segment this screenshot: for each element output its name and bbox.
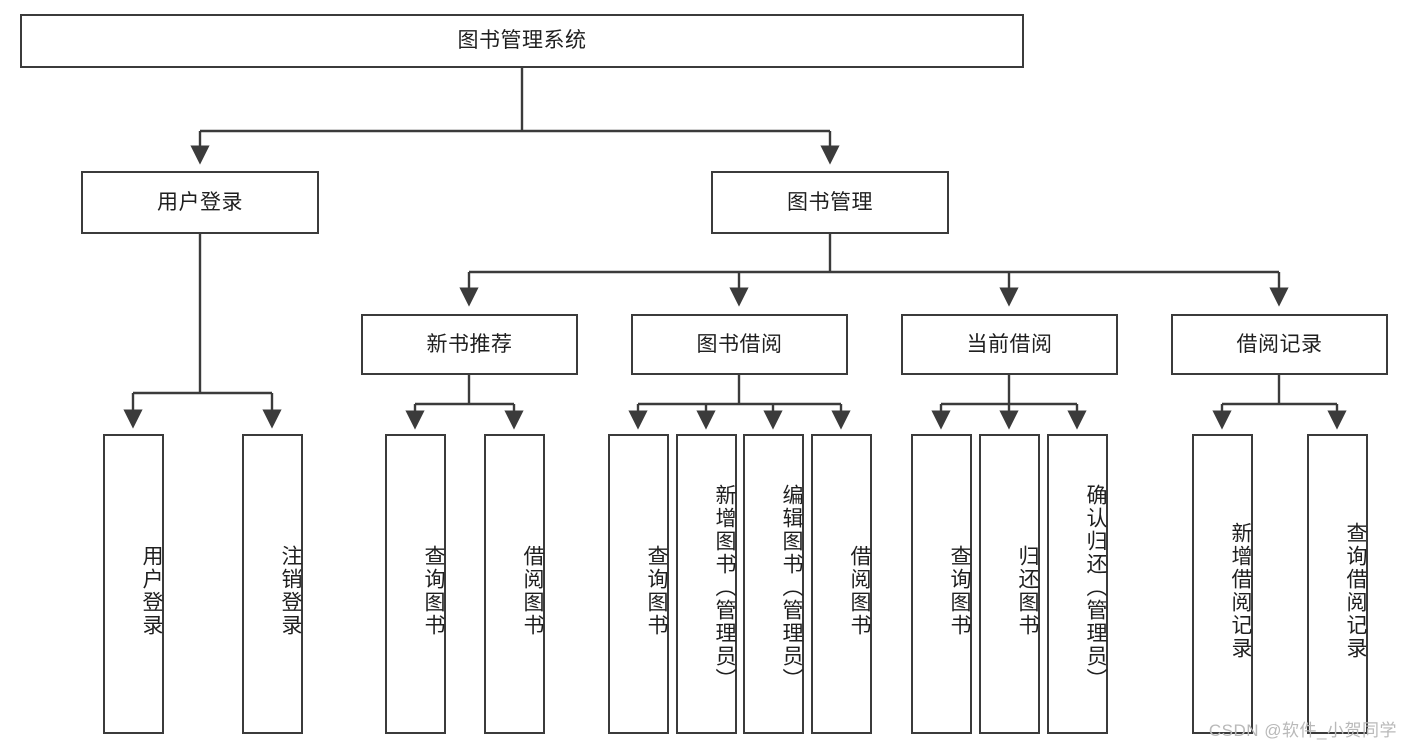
edge-currentborrow-to-leaves <box>931 375 1087 430</box>
node-new-book-recommend[interactable]: 新书推荐 <box>361 314 578 375</box>
node-leaf-logout-login[interactable]: 注销登录 <box>242 434 303 734</box>
edge-root-to-level2 <box>190 68 840 165</box>
node-label: 新增借阅记录 <box>1229 522 1252 660</box>
node-leaf-return-book[interactable]: 归还图书 <box>979 434 1040 734</box>
node-leaf-query-record[interactable]: 查询借阅记录 <box>1307 434 1368 734</box>
edge-newbook-to-leaves <box>405 375 524 430</box>
node-leaf-borrow-book-2[interactable]: 借阅图书 <box>811 434 872 734</box>
node-label: 图书管理 <box>787 190 873 214</box>
node-label: 借阅记录 <box>1236 332 1323 356</box>
node-label: 图书借阅 <box>696 332 783 356</box>
node-current-borrow[interactable]: 当前借阅 <box>901 314 1118 375</box>
edge-userlogin-to-leaves <box>123 234 282 429</box>
node-root-system[interactable]: 图书管理系统 <box>20 14 1024 68</box>
node-label: 用户登录 <box>140 545 163 637</box>
node-label: 确认归还（管理员） <box>1084 483 1107 691</box>
edge-borrowrecord-to-leaves <box>1212 375 1347 430</box>
node-leaf-query-book-2[interactable]: 查询图书 <box>608 434 669 734</box>
node-borrow-record[interactable]: 借阅记录 <box>1171 314 1388 375</box>
node-label: 当前借阅 <box>966 332 1053 356</box>
node-label: 新增图书（管理员） <box>713 483 736 691</box>
node-label: 查询图书 <box>422 545 445 637</box>
node-leaf-query-book-3[interactable]: 查询图书 <box>911 434 972 734</box>
node-label: 查询图书 <box>645 545 668 637</box>
node-label: 查询借阅记录 <box>1344 522 1367 660</box>
node-leaf-query-book-1[interactable]: 查询图书 <box>385 434 446 734</box>
node-leaf-add-book[interactable]: 新增图书（管理员） <box>676 434 737 734</box>
node-label: 归还图书 <box>1016 545 1039 637</box>
csdn-watermark: CSDN @软件_小贺同学 <box>1208 721 1397 740</box>
node-user-login[interactable]: 用户登录 <box>81 171 319 234</box>
node-label: 借阅图书 <box>521 545 544 637</box>
node-book-borrow[interactable]: 图书借阅 <box>631 314 848 375</box>
node-label: 注销登录 <box>279 545 302 637</box>
node-book-management[interactable]: 图书管理 <box>711 171 949 234</box>
node-label: 图书管理系统 <box>457 29 587 53</box>
node-label: 用户登录 <box>157 190 243 214</box>
node-label: 借阅图书 <box>848 545 871 637</box>
node-leaf-confirm-return[interactable]: 确认归还（管理员） <box>1047 434 1108 734</box>
node-leaf-edit-book[interactable]: 编辑图书（管理员） <box>743 434 804 734</box>
node-label: 查询图书 <box>948 545 971 637</box>
node-label: 编辑图书（管理员） <box>780 483 803 691</box>
node-label: 新书推荐 <box>426 332 513 356</box>
edge-bookborrow-to-leaves <box>628 375 851 430</box>
node-leaf-add-record[interactable]: 新增借阅记录 <box>1192 434 1253 734</box>
node-leaf-borrow-book-1[interactable]: 借阅图书 <box>484 434 545 734</box>
node-leaf-user-login[interactable]: 用户登录 <box>103 434 164 734</box>
edge-bookmanagement-to-level3 <box>459 234 1289 307</box>
